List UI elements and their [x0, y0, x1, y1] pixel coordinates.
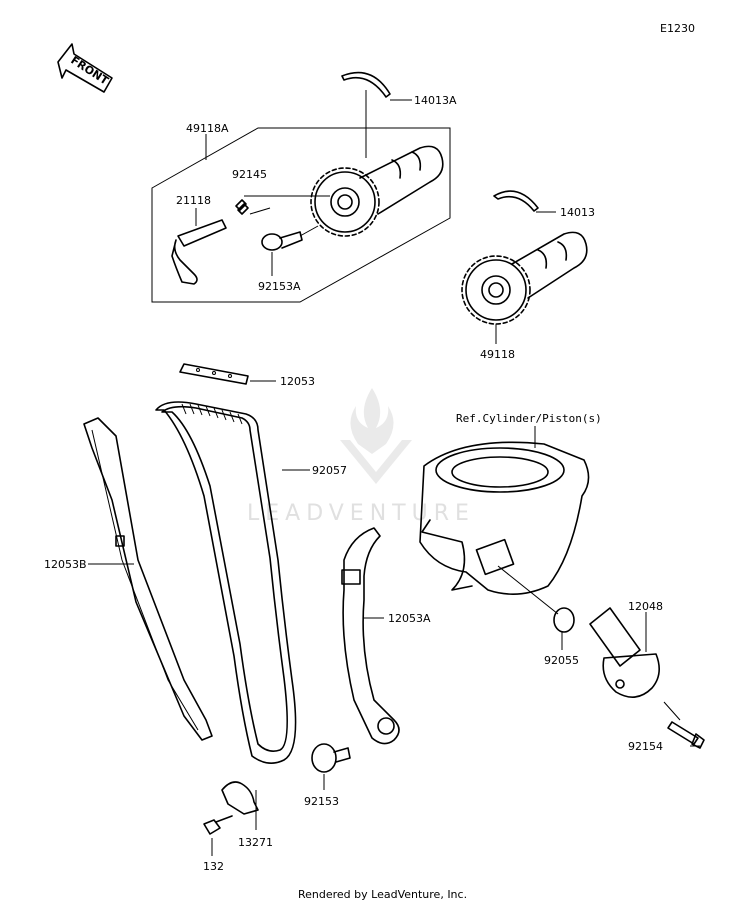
label-21118: 21118: [176, 194, 211, 207]
watermark-text: LEADVENTURE: [247, 501, 475, 526]
cam-clip-14013: [493, 190, 556, 213]
label-12053b: 12053B: [44, 558, 87, 571]
chain-guide-12053a: [341, 527, 400, 745]
tensioner-12048: [589, 607, 660, 698]
label-92145: 92145: [232, 168, 267, 181]
bolt-92154: [663, 701, 705, 749]
label-12053a: 12053A: [388, 612, 431, 625]
cylinder-reference: [419, 426, 590, 615]
cam-clip-14013a: [341, 71, 412, 158]
diagram-code: E1230: [660, 22, 695, 35]
label-14013a: 14013A: [414, 94, 457, 107]
label-14013: 14013: [560, 206, 595, 219]
plate-13271: [221, 781, 259, 830]
bolt-92153: [311, 743, 351, 790]
label-92154: 92154: [628, 740, 663, 753]
chain-guide-12053b: [83, 417, 213, 741]
footer-credit: Rendered by LeadVenture, Inc.: [298, 888, 467, 901]
spring-92145: [235, 199, 271, 215]
camshaft-assembly-box: [151, 127, 451, 303]
front-arrow-label: FRONT: [68, 54, 111, 88]
label-ref-cylinder-piston: Ref.Cylinder/Piston(s): [456, 412, 602, 425]
bolt-92153a: [261, 225, 319, 276]
label-92055: 92055: [544, 654, 579, 667]
camshaft-a: [244, 145, 444, 237]
label-92153a: 92153A: [258, 280, 301, 293]
camshaft-b: [461, 231, 588, 344]
label-92057: 92057: [312, 464, 347, 477]
front-arrow-icon: FRONT: [57, 43, 113, 93]
bolt-132: [203, 815, 233, 856]
timing-chain-92057: [155, 401, 310, 764]
label-12048: 12048: [628, 600, 663, 613]
label-12053: 12053: [280, 375, 315, 388]
decompression-lever-21118: [171, 208, 227, 285]
label-49118a: 49118A: [186, 122, 229, 135]
leadventure-watermark: LEADVENTURE: [247, 388, 475, 526]
label-92153: 92153: [304, 795, 339, 808]
label-49118: 49118: [480, 348, 515, 361]
o-ring-92055: [553, 607, 575, 650]
chain-guide-12053: [179, 363, 276, 385]
label-13271: 13271: [238, 836, 273, 849]
label-132: 132: [203, 860, 224, 873]
